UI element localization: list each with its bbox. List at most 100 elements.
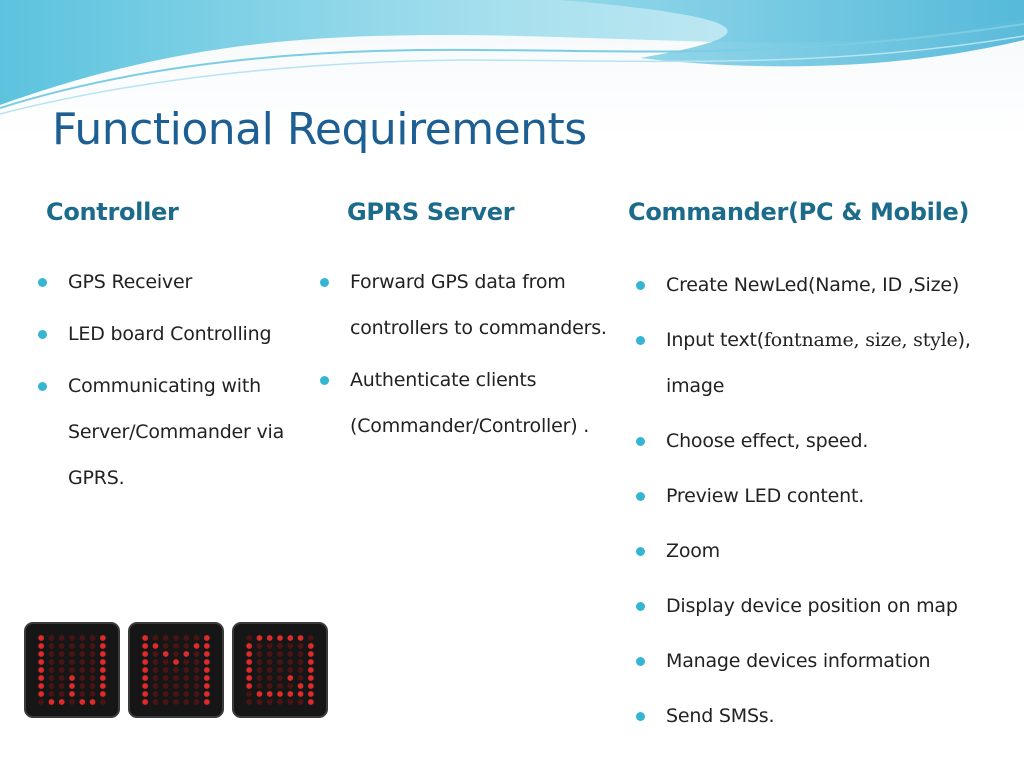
led-dot xyxy=(277,699,283,705)
led-dot-lit xyxy=(203,651,210,657)
led-dot-lit xyxy=(297,691,304,697)
led-dot-lit xyxy=(203,691,210,697)
led-dot xyxy=(277,675,283,681)
led-dot xyxy=(79,667,86,673)
list-item-text-serif: fontname, size, style xyxy=(763,329,958,351)
led-dot xyxy=(266,659,273,665)
bullet-icon xyxy=(636,712,645,721)
bullet-icon xyxy=(636,547,645,556)
led-dot-lit xyxy=(99,659,106,665)
list-item: LED board Controlling xyxy=(38,311,328,357)
led-dot xyxy=(89,643,96,649)
led-dot-lit xyxy=(38,691,45,697)
bullet-icon xyxy=(636,657,645,666)
led-dot xyxy=(256,699,263,705)
list-item: Communicating with Server/Commander via … xyxy=(38,363,328,501)
led-panel xyxy=(128,622,224,718)
list-item-text: Zoom xyxy=(666,540,720,562)
led-dot xyxy=(183,643,190,649)
led-dot xyxy=(48,675,55,681)
led-dot xyxy=(277,659,283,665)
list-item: Input text(fontname, size, style), image xyxy=(636,317,1016,409)
led-dot xyxy=(89,667,96,673)
led-dot xyxy=(266,683,273,689)
led-dot-lit xyxy=(246,659,253,665)
led-dot-lit xyxy=(266,691,273,697)
led-dot-lit xyxy=(38,651,45,657)
led-dot xyxy=(193,659,200,665)
led-dot-lit xyxy=(99,683,106,689)
led-dot xyxy=(297,651,304,657)
led-dot xyxy=(193,635,200,641)
led-dot-lit xyxy=(203,683,210,689)
led-dot xyxy=(89,659,96,665)
led-dot-lit xyxy=(142,643,149,649)
led-dot-lit xyxy=(307,659,314,665)
led-dot xyxy=(287,643,294,649)
led-dot xyxy=(89,651,96,657)
led-dot-lit xyxy=(297,635,304,641)
list-item-text: Display device position on map xyxy=(666,595,958,617)
list-item: Create NewLed(Name, ID ,Size) xyxy=(636,262,1016,308)
list-item: Send SMSs. xyxy=(636,693,1016,739)
led-dot xyxy=(193,691,200,697)
led-dot-lit xyxy=(99,675,106,681)
led-dot xyxy=(173,667,179,673)
list-item-text-suffix: ), image xyxy=(666,329,971,397)
led-dot xyxy=(48,651,55,657)
led-dot xyxy=(58,683,65,689)
led-dot xyxy=(193,699,200,705)
led-dot xyxy=(193,651,200,657)
led-dot-lit xyxy=(38,659,45,665)
led-dot xyxy=(79,691,86,697)
led-dot xyxy=(162,635,169,641)
led-dot xyxy=(162,659,169,665)
led-dot xyxy=(287,659,294,665)
led-dot-lit xyxy=(183,651,190,657)
led-dot xyxy=(79,683,86,689)
led-dot xyxy=(48,667,55,673)
led-dot xyxy=(287,699,294,705)
led-dot xyxy=(297,699,304,705)
led-dot-lit xyxy=(152,643,159,649)
led-dot xyxy=(256,675,263,681)
led-dot-lit xyxy=(307,699,314,705)
led-dot xyxy=(69,667,75,673)
led-dot-lit xyxy=(38,667,45,673)
list-item: Display device position on map xyxy=(636,583,1016,629)
led-dot-lit xyxy=(142,683,149,689)
led-dot xyxy=(266,675,273,681)
list-item: Zoom xyxy=(636,528,1016,574)
list-item: Authenticate clients (Commander/Controll… xyxy=(320,357,620,449)
led-dot xyxy=(69,659,75,665)
led-dot-lit xyxy=(58,699,65,705)
led-dot xyxy=(266,651,273,657)
led-dot xyxy=(193,675,200,681)
heading-commander: Commander(PC & Mobile) xyxy=(628,198,970,226)
led-dot-lit xyxy=(203,659,210,665)
led-dot xyxy=(307,635,314,641)
led-dot xyxy=(152,683,159,689)
list-item-text: GPS Receiver xyxy=(68,271,193,293)
bullet-icon xyxy=(636,437,645,446)
bullet-icon xyxy=(636,281,645,290)
led-dot xyxy=(58,651,65,657)
led-dot xyxy=(297,667,304,673)
bullet-icon xyxy=(38,330,47,339)
list-item-text: Manage devices information xyxy=(666,650,931,672)
led-dot-lit xyxy=(69,691,75,697)
led-dot xyxy=(48,643,55,649)
led-dot-lit xyxy=(99,635,106,641)
led-dot xyxy=(173,691,179,697)
led-dot xyxy=(152,635,159,641)
led-dot xyxy=(183,691,190,697)
led-dot xyxy=(58,643,65,649)
led-dot xyxy=(89,635,96,641)
led-dot-lit xyxy=(48,699,55,705)
led-dot xyxy=(183,635,190,641)
wave-header-decoration xyxy=(0,0,1024,115)
led-dot-lit xyxy=(142,699,149,705)
led-dot-lit xyxy=(38,683,45,689)
led-dot xyxy=(183,675,190,681)
